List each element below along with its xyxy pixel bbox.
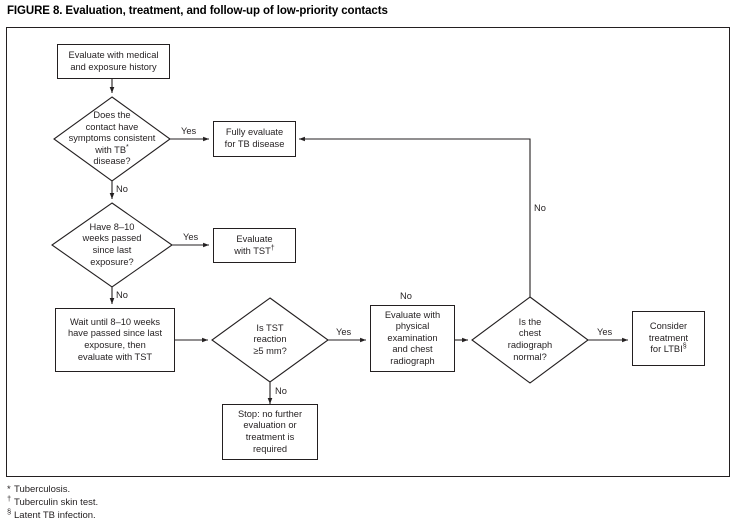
edge-label-weeks-no: No (116, 290, 128, 300)
dagger-footnote-mark: † (270, 244, 275, 252)
symptoms-decision: Does the contact have symptoms consisten… (54, 97, 170, 181)
weeks-passed-decision: Have 8–10 weeks passed since last exposu… (52, 203, 172, 287)
footnote-item: †Tuberculin skin test. (7, 494, 99, 509)
footnote-text: Tuberculosis. (14, 484, 71, 495)
wait-until-box: Wait until 8–10 weeks have passed since … (55, 308, 175, 372)
radiograph-normal-decision: Is the chest radiograph normal? (472, 297, 588, 383)
edge-label-symptoms-yes: Yes (181, 126, 197, 136)
footnotes: *Tuberculosis. †Tuberculin skin test. §L… (7, 483, 98, 523)
footnote-text: Tuberculin skin test. (14, 497, 99, 509)
physical-exam-box: Evaluate with physical examination and c… (370, 305, 455, 372)
weeks-passed-decision-text: Have 8–10 weeks passed since last exposu… (82, 221, 142, 267)
evaluate-history-box: Evaluate with medical and exposure histo… (57, 44, 170, 79)
figure-frame (6, 27, 730, 477)
edge-label-radiograph-no: No (534, 203, 546, 213)
section-footnote-mark: § (682, 343, 687, 351)
evaluate-tst-text: Evaluate with TST† (234, 233, 275, 256)
radiograph-normal-decision-shape (471, 296, 589, 384)
tst-reaction-decision: Is TST reaction ≥5 mm? (212, 298, 328, 382)
edge-label-radiograph-yes: Yes (597, 327, 613, 337)
footnote-item: *Tuberculosis. (7, 483, 98, 496)
edge-label-tst-no: No (275, 386, 287, 396)
footnote-item: §Latent TB infection. (7, 507, 96, 522)
edge-label-tst-yes: Yes (336, 327, 352, 337)
tst-reaction-decision-text: Is TST reaction ≥5 mm? (253, 322, 287, 356)
symptoms-decision-text: Does the contact have symptoms consisten… (68, 110, 156, 167)
wait-until-text: Wait until 8–10 weeks have passed since … (67, 316, 163, 362)
stop-box: Stop: no further evaluation or treatment… (222, 404, 318, 460)
page-title: FIGURE 8. Evaluation, treatment, and fol… (7, 5, 388, 17)
footnote-mark: * (7, 484, 11, 495)
edge-label-weeks-yes: Yes (183, 232, 199, 242)
consider-treatment-text: Consider treatment for LTBI§ (648, 321, 689, 355)
evaluate-history-text: Evaluate with medical and exposure histo… (68, 49, 159, 72)
edge-label-symptoms-no: No (116, 184, 128, 194)
fully-evaluate-box: Fully evaluate for TB disease (213, 121, 296, 157)
consider-treatment-box: Consider treatment for LTBI§ (632, 311, 705, 366)
physical-exam-text: Evaluate with physical examination and c… (384, 309, 441, 366)
edge-label-physical-exam-no: No (400, 291, 412, 301)
radiograph-normal-decision-text: Is the chest radiograph normal? (507, 316, 553, 362)
asterisk-footnote-mark: * (126, 143, 129, 151)
fully-evaluate-text: Fully evaluate for TB disease (224, 127, 285, 149)
footnote-text: Latent TB infection. (14, 510, 96, 522)
evaluate-tst-box: Evaluate with TST† (213, 228, 296, 263)
stop-text: Stop: no further evaluation or treatment… (237, 408, 303, 454)
